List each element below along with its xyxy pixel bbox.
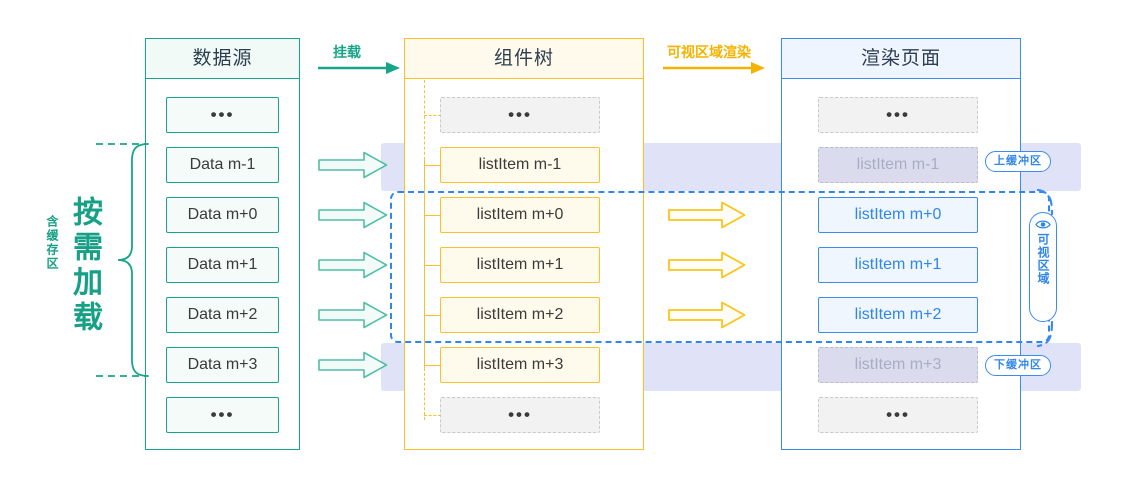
cache-zone-label: 含缓存区: [45, 215, 59, 271]
tree-item-ellipsis-bottom: •••: [440, 397, 600, 433]
viewport-connector-bottom: [1036, 320, 1054, 348]
tree-item: listItem m+1: [440, 247, 600, 283]
tree-to-page-arrow: [668, 201, 746, 229]
data-to-tree-arrow: [318, 301, 388, 329]
tree-item: listItem m+3: [440, 347, 600, 383]
tree-branch: [424, 165, 441, 166]
data-item: Data m-1: [166, 147, 279, 183]
page-item-visible: listItem m+2: [818, 297, 978, 333]
tree-trunk-bottom-dashed: [424, 368, 425, 420]
mount-flow-label: 挂载: [333, 44, 361, 60]
data-item: Data m+3: [166, 347, 279, 383]
data-source-title: 数据源: [146, 39, 299, 79]
page-item-ellipsis-top: •••: [818, 97, 978, 133]
on-demand-brace: [96, 140, 156, 385]
data-item: Data m+0: [166, 197, 279, 233]
viewport-badge: 可视区域: [1029, 212, 1057, 322]
data-to-tree-arrow: [318, 251, 388, 279]
tree-to-page-arrow: [668, 251, 746, 279]
top-buffer-badge: 上缓冲区: [985, 151, 1051, 172]
tree-to-page-arrow: [668, 301, 746, 329]
page-item-visible: listItem m+0: [818, 197, 978, 233]
tree-item: listItem m+0: [440, 197, 600, 233]
page-item-visible: listItem m+1: [818, 247, 978, 283]
tree-item: listItem m-1: [440, 147, 600, 183]
data-item-ellipsis-bottom: •••: [166, 397, 279, 433]
page-item-buffered: listItem m+3: [818, 347, 978, 383]
render-page-title: 渲染页面: [782, 39, 1020, 79]
data-item-ellipsis-top: •••: [166, 97, 279, 133]
on-demand-load-label: 按需加载: [68, 196, 101, 336]
mount-flow-arrow: [318, 62, 400, 74]
render-flow-arrow: [663, 62, 765, 74]
data-to-tree-arrow: [318, 351, 388, 379]
viewport-badge-label: 可视区域: [1036, 233, 1050, 285]
bottom-buffer-badge: 下缓冲区: [985, 355, 1051, 376]
page-item-ellipsis-bottom: •••: [818, 397, 978, 433]
data-item: Data m+2: [166, 297, 279, 333]
tree-branch: [424, 215, 441, 216]
eye-icon: [1035, 220, 1051, 229]
data-item: Data m+1: [166, 247, 279, 283]
data-to-tree-arrow: [318, 201, 388, 229]
tree-item: listItem m+2: [440, 297, 600, 333]
component-tree-title: 组件树: [405, 39, 643, 79]
tree-branch: [424, 315, 441, 316]
tree-branch-dashed: [424, 415, 441, 416]
page-item-buffered: listItem m-1: [818, 147, 978, 183]
tree-trunk-top-dashed: [424, 80, 425, 165]
tree-branch: [424, 365, 441, 366]
data-to-tree-arrow: [318, 151, 388, 179]
tree-branch-dashed: [424, 115, 441, 116]
tree-branch: [424, 265, 441, 266]
render-flow-label: 可视区域渲染: [667, 44, 751, 60]
tree-item-ellipsis-top: •••: [440, 97, 600, 133]
